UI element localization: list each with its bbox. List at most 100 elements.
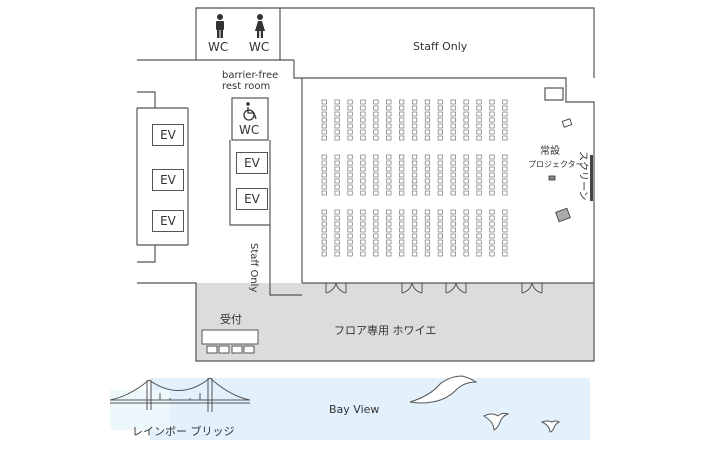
seat (334, 178, 340, 184)
seat (437, 166, 443, 172)
seat (502, 123, 508, 129)
rest-room-label: rest room (222, 81, 271, 92)
screen-label: スクリーン (577, 151, 588, 201)
seat (360, 233, 366, 239)
seat (411, 239, 418, 245)
seat (424, 99, 431, 105)
ev-center-1: EV (236, 152, 268, 174)
seat (334, 129, 340, 135)
ev-center-2: EV (236, 188, 268, 210)
seat (424, 105, 431, 111)
seat (360, 221, 366, 227)
ev-left-3: EV (152, 210, 184, 232)
seat (437, 215, 443, 221)
seat (360, 245, 366, 251)
seat (489, 239, 495, 245)
seat (399, 190, 405, 196)
seat (399, 209, 405, 215)
wheelchair-icon (243, 102, 257, 121)
seat (347, 117, 353, 123)
seat (411, 129, 418, 135)
seat (321, 117, 327, 123)
seat (502, 172, 508, 178)
seat (463, 233, 469, 239)
seat (321, 190, 327, 196)
seat (489, 215, 495, 221)
seat (411, 117, 418, 123)
seat (334, 154, 340, 160)
seat (476, 105, 482, 111)
seat (489, 154, 495, 160)
seat (411, 111, 418, 117)
seat (463, 123, 469, 129)
screen-bar (590, 155, 593, 201)
seat (437, 135, 443, 141)
seat (321, 184, 327, 190)
seat (463, 239, 469, 245)
seat (502, 209, 508, 215)
seat (450, 184, 456, 190)
seat (476, 251, 482, 257)
seat (502, 166, 508, 172)
seat (399, 221, 405, 227)
projector-icon (548, 118, 573, 223)
seat (334, 172, 340, 178)
seat (373, 129, 379, 135)
seat (334, 117, 340, 123)
seat (334, 190, 340, 196)
seat (347, 160, 353, 166)
reception-label: 受付 (220, 313, 242, 326)
seat (347, 129, 353, 135)
seat (424, 209, 431, 215)
seat (424, 172, 431, 178)
seat (463, 215, 469, 221)
seat (334, 245, 340, 251)
seat (424, 160, 431, 166)
seat (411, 172, 418, 178)
seat (321, 215, 327, 221)
seat (347, 172, 353, 178)
seat (476, 233, 482, 239)
seat (424, 123, 431, 129)
seat (399, 105, 405, 111)
seat (450, 215, 456, 221)
seat (424, 166, 431, 172)
seat (476, 123, 482, 129)
seat (386, 245, 392, 251)
seat (360, 154, 366, 160)
seat (476, 215, 482, 221)
seat (373, 215, 379, 221)
seat (373, 172, 379, 178)
seat (360, 160, 366, 166)
seat (502, 190, 508, 196)
seat (489, 105, 495, 111)
seat (411, 184, 418, 190)
seat (360, 105, 366, 111)
seat (437, 123, 443, 129)
seat (347, 99, 353, 105)
seat (489, 184, 495, 190)
seat (450, 135, 456, 141)
seat (502, 111, 508, 117)
seat (450, 154, 456, 160)
seat (476, 99, 482, 105)
seat (321, 233, 327, 239)
seat (399, 135, 405, 141)
seagull-icon (409, 375, 561, 433)
seat (386, 135, 392, 141)
seat (373, 178, 379, 184)
seat (450, 172, 456, 178)
seat (373, 99, 379, 105)
seat (476, 129, 482, 135)
seat (399, 251, 405, 257)
seat (476, 227, 482, 233)
seat (321, 123, 327, 129)
hall-doors (325, 282, 543, 294)
seat (437, 233, 443, 239)
staff-only-side-label: Staff Only (248, 243, 259, 293)
seat (334, 105, 340, 111)
seat (411, 221, 418, 227)
seat (437, 172, 443, 178)
seat (321, 135, 327, 141)
